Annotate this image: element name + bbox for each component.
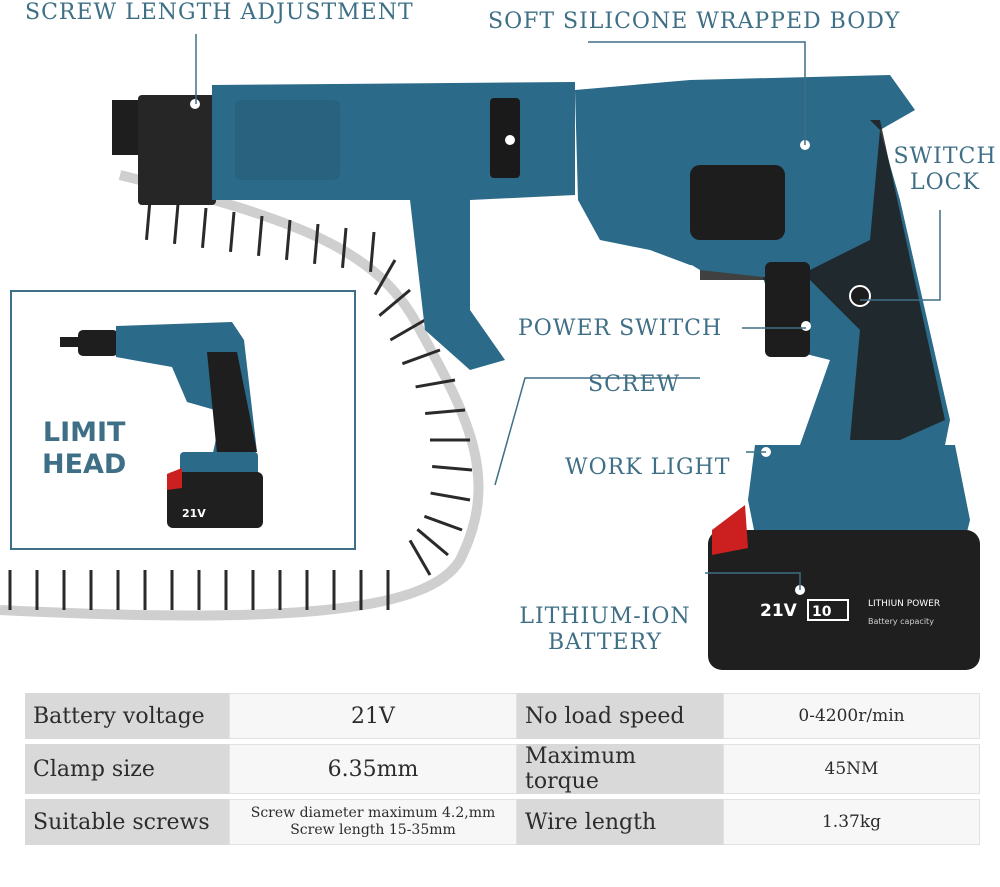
screw bbox=[430, 491, 471, 502]
screw bbox=[369, 231, 376, 272]
screw bbox=[389, 318, 426, 342]
table-row: Suitable screws Screw diameter maximum 4… bbox=[25, 799, 980, 845]
callout-lithium-ion-battery: LITHIUM-ION BATTERY bbox=[505, 604, 705, 656]
screw bbox=[285, 219, 292, 260]
screw bbox=[201, 207, 208, 248]
screw bbox=[415, 378, 456, 389]
spec-value: 45NM bbox=[723, 744, 980, 794]
screw bbox=[408, 539, 432, 576]
screw-strip bbox=[0, 170, 484, 621]
limit-head-label: LIMIT HEAD bbox=[42, 417, 126, 481]
screws bbox=[8, 199, 473, 610]
limit-head-inset: 21V LIMIT HEAD bbox=[10, 290, 356, 550]
callout-soft-silicone-body: SOFT SILICONE WRAPPED BODY bbox=[488, 9, 901, 34]
battery-capacity-text: 10 bbox=[812, 604, 832, 620]
callout-work-light: WORK LIGHT bbox=[565, 455, 731, 480]
callout-power-switch: POWER SWITCH bbox=[518, 316, 723, 341]
spec-table: Battery voltage 21V No load speed 0-4200… bbox=[25, 688, 980, 850]
screw bbox=[173, 203, 180, 244]
table-row: Clamp size 6.35mm Maximum torque 45NM bbox=[25, 744, 980, 794]
inset-tool-image: 21V bbox=[60, 322, 263, 528]
spec-value: 21V bbox=[229, 693, 517, 739]
spec-key: Suitable screws bbox=[25, 799, 229, 845]
spec-key: No load speed bbox=[517, 693, 723, 739]
spec-value-line2: Screw length 15-35mm bbox=[290, 822, 456, 838]
spec-value: 6.35mm bbox=[229, 744, 517, 794]
spec-value-line1: Screw diameter maximum 4.2,mm bbox=[250, 805, 496, 821]
screw bbox=[416, 528, 449, 557]
spec-key: Maximum torque bbox=[517, 744, 723, 794]
screw bbox=[425, 408, 466, 415]
screw bbox=[313, 223, 320, 264]
table-row: Battery voltage 21V No load speed 0-4200… bbox=[25, 693, 980, 739]
callout-switch-lock-line1: SWITCH bbox=[893, 144, 997, 169]
spec-value: 0-4200r/min bbox=[723, 693, 980, 739]
screw bbox=[145, 199, 152, 240]
limit-head-label-line1: LIMIT bbox=[42, 417, 126, 448]
callout-switch-lock-line2: LOCK bbox=[910, 170, 980, 195]
screw bbox=[341, 227, 348, 268]
spec-key: Wire length bbox=[517, 799, 723, 845]
spec-value: Screw diameter maximum 4.2,mm Screw leng… bbox=[229, 799, 517, 845]
callout-switch-lock: SWITCH LOCK bbox=[890, 144, 1000, 196]
callout-battery-line1: LITHIUM-ION bbox=[519, 604, 691, 629]
inset-battery-text: 21V bbox=[182, 507, 206, 520]
callout-screw: SCREW bbox=[588, 372, 681, 397]
spec-key: Battery voltage bbox=[25, 693, 229, 739]
screw-gun-attachment bbox=[112, 82, 575, 370]
drill-body bbox=[575, 75, 950, 445]
screw-gun-illustration: 21V 10 LITHIUN POWER Battery capacity bbox=[0, 34, 980, 670]
spec-key: Clamp size bbox=[25, 744, 229, 794]
screw bbox=[229, 211, 236, 252]
callout-lines bbox=[195, 34, 941, 590]
battery-pack: 21V 10 LITHIUN POWER Battery capacity bbox=[708, 445, 980, 670]
screw bbox=[378, 288, 411, 317]
limit-head-label-line2: HEAD bbox=[42, 449, 127, 480]
spec-value: 1.37kg bbox=[723, 799, 980, 845]
screw bbox=[432, 465, 473, 472]
screw bbox=[257, 215, 264, 256]
screw bbox=[373, 259, 397, 296]
battery-voltage-text: 21V bbox=[760, 601, 798, 621]
screw bbox=[423, 514, 463, 532]
callout-screw-length-adjustment: SCREW LENGTH ADJUSTMENT bbox=[25, 0, 414, 25]
screw bbox=[401, 348, 441, 366]
battery-sub-text: Battery capacity bbox=[868, 617, 934, 626]
battery-brand-text: LITHIUN POWER bbox=[868, 599, 940, 609]
callout-battery-line2: BATTERY bbox=[547, 630, 663, 655]
